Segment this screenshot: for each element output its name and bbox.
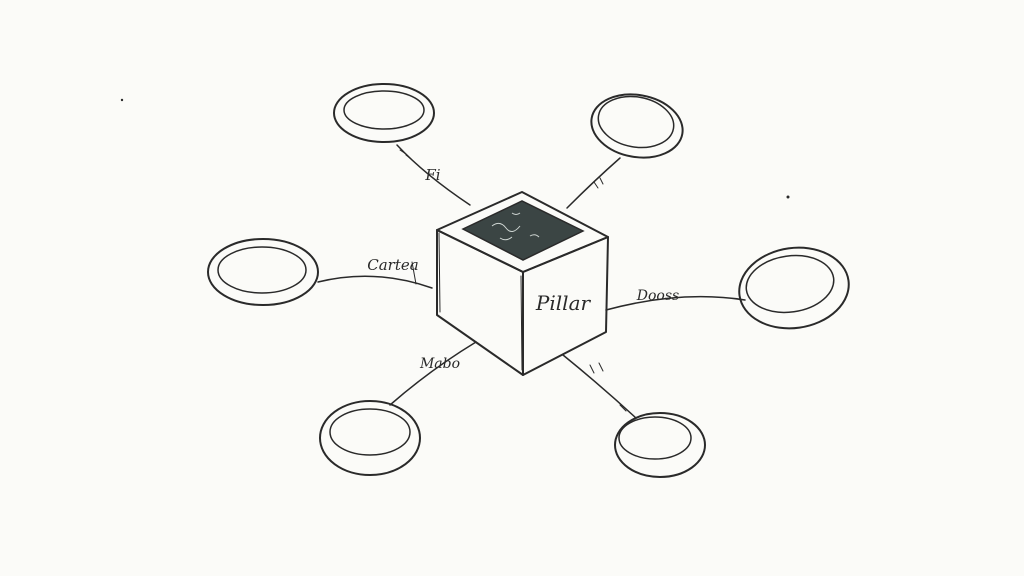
cube-top-face xyxy=(436,191,609,273)
cube-top-screen xyxy=(461,200,585,261)
node-left-inner-ring xyxy=(217,246,307,294)
node-bottom-right xyxy=(614,412,706,478)
node-left-outer-ring xyxy=(207,238,319,306)
connector-right-label: Dooss xyxy=(636,288,679,304)
screen-texture xyxy=(491,212,540,241)
node-bottom-right-outer-ring xyxy=(614,412,706,478)
connector-bottom-right xyxy=(562,354,637,419)
node-left xyxy=(207,238,319,306)
cube-edge-strokes xyxy=(438,232,523,371)
node-right xyxy=(738,246,850,330)
node-top-left-outer-ring xyxy=(333,83,435,143)
connector-bottom-right-ticks xyxy=(589,362,627,412)
connector-top-right xyxy=(566,157,621,209)
stray-dot xyxy=(120,98,124,102)
node-right-inner-ring xyxy=(745,254,835,314)
connector-top-right-ticks xyxy=(593,177,604,189)
stray-dot xyxy=(786,195,790,199)
node-bottom-right-inner-ring xyxy=(618,416,692,460)
center-node-label: Pillar xyxy=(535,291,592,315)
node-top-left xyxy=(333,83,435,143)
connector-left-tick xyxy=(411,261,417,285)
connector-bottom-left-label: Mabo xyxy=(419,356,460,372)
connector-bottom-left xyxy=(389,341,477,406)
node-bottom-left-outer-ring xyxy=(319,400,421,476)
node-bottom-left-inner-ring xyxy=(329,408,411,456)
node-top-right-outer-ring xyxy=(590,93,684,159)
connector-top-left xyxy=(396,144,471,206)
connector-top-left-label: Fi xyxy=(424,166,440,184)
node-bottom-left xyxy=(319,400,421,476)
node-top-left-inner-ring xyxy=(343,90,425,130)
node-top-right xyxy=(590,93,684,159)
connector-top-left-ticks xyxy=(399,149,412,160)
central-cube: Pillar xyxy=(436,191,609,376)
node-top-right-inner-ring xyxy=(597,95,675,149)
connector-left-label: Cartea xyxy=(367,256,418,274)
node-right-outer-ring xyxy=(738,246,850,330)
connector-right xyxy=(605,295,746,311)
connector-left xyxy=(317,275,433,289)
